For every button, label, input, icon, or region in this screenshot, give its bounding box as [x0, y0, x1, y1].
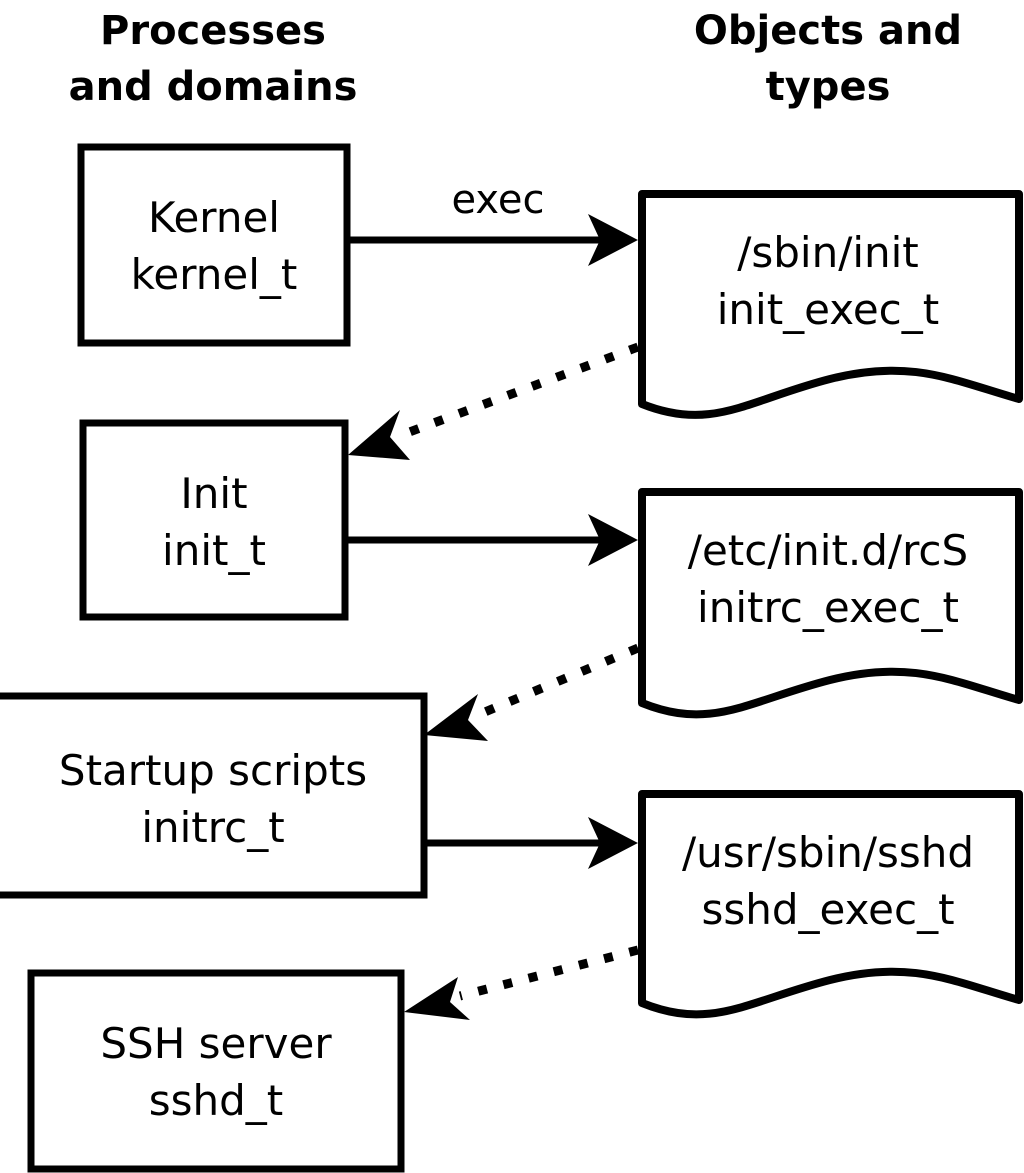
node-initrc-exec[interactable]: /etc/init.d/rcS initrc_exec_t	[638, 488, 1023, 719]
column-header-objects-line2: types	[766, 64, 891, 110]
node-sshd[interactable]: SSH server sshd_t	[27, 969, 405, 1173]
edge-label-exec: exec	[452, 177, 545, 223]
edge-line-init-exec-to-init	[402, 342, 640, 439]
arrowhead-init-exec-to-init	[348, 410, 410, 460]
node-sshd-exec-line1: /usr/sbin/sshd	[682, 828, 974, 877]
node-initrc-exec-line1: /etc/init.d/rcS	[688, 526, 968, 575]
column-header-processes-line2: and domains	[69, 64, 358, 110]
node-initrc-exec-line2: initrc_exec_t	[697, 583, 959, 632]
node-initrc-line2: initrc_t	[141, 803, 284, 852]
node-init[interactable]: Init init_t	[79, 419, 349, 621]
node-kernel-box	[77, 143, 351, 347]
node-init-exec-line1: /sbin/init	[737, 228, 919, 277]
arrowhead-kernel-to-init-exec	[588, 214, 638, 266]
node-kernel[interactable]: Kernel kernel_t	[77, 143, 351, 347]
edge-init-to-initrc-exec[interactable]	[348, 514, 638, 566]
node-init-line1: Init	[180, 469, 247, 518]
node-init-exec-doc	[638, 190, 1023, 419]
node-init-exec-line2: init_exec_t	[717, 285, 940, 334]
column-header-objects: Objects and types	[694, 8, 962, 110]
edge-init-exec-to-init[interactable]	[348, 342, 640, 460]
edge-line-sshd-exec-to-sshd	[458, 945, 640, 1001]
arrowhead-initrc-to-sshd-exec	[588, 817, 638, 869]
node-init-exec[interactable]: /sbin/init init_exec_t	[638, 190, 1023, 419]
node-sshd-exec-line2: sshd_exec_t	[701, 885, 954, 934]
node-sshd-line1: SSH server	[100, 1019, 332, 1068]
node-sshd-box	[27, 969, 405, 1173]
node-kernel-line2: kernel_t	[131, 250, 298, 299]
node-sshd-exec-doc	[638, 790, 1023, 1019]
column-header-processes-line1: Processes	[100, 8, 326, 54]
node-init-line2: init_t	[162, 526, 266, 575]
edge-initrc-to-sshd-exec[interactable]	[427, 817, 638, 869]
arrowhead-init-to-initrc-exec	[588, 514, 638, 566]
column-header-objects-line1: Objects and	[694, 8, 962, 54]
node-sshd-exec[interactable]: /usr/sbin/sshd sshd_exec_t	[638, 790, 1023, 1019]
edge-sshd-exec-to-sshd[interactable]	[404, 945, 640, 1020]
column-header-processes: Processes and domains	[69, 8, 358, 110]
edge-initrc-exec-to-initrc[interactable]	[424, 643, 640, 741]
node-sshd-line2: sshd_t	[149, 1076, 284, 1125]
arrowhead-initrc-exec-to-initrc	[424, 694, 488, 741]
edge-line-initrc-exec-to-initrc	[478, 643, 640, 719]
edge-kernel-exec-init-exec[interactable]: exec	[350, 177, 638, 266]
node-initrc-box	[0, 692, 428, 899]
node-initrc-exec-doc	[638, 488, 1023, 719]
node-init-box	[79, 419, 349, 621]
node-initrc-line1: Startup scripts	[59, 746, 367, 795]
arrowhead-sshd-exec-to-sshd	[404, 977, 470, 1020]
node-kernel-line1: Kernel	[148, 193, 280, 242]
node-initrc[interactable]: Startup scripts initrc_t	[0, 692, 428, 899]
